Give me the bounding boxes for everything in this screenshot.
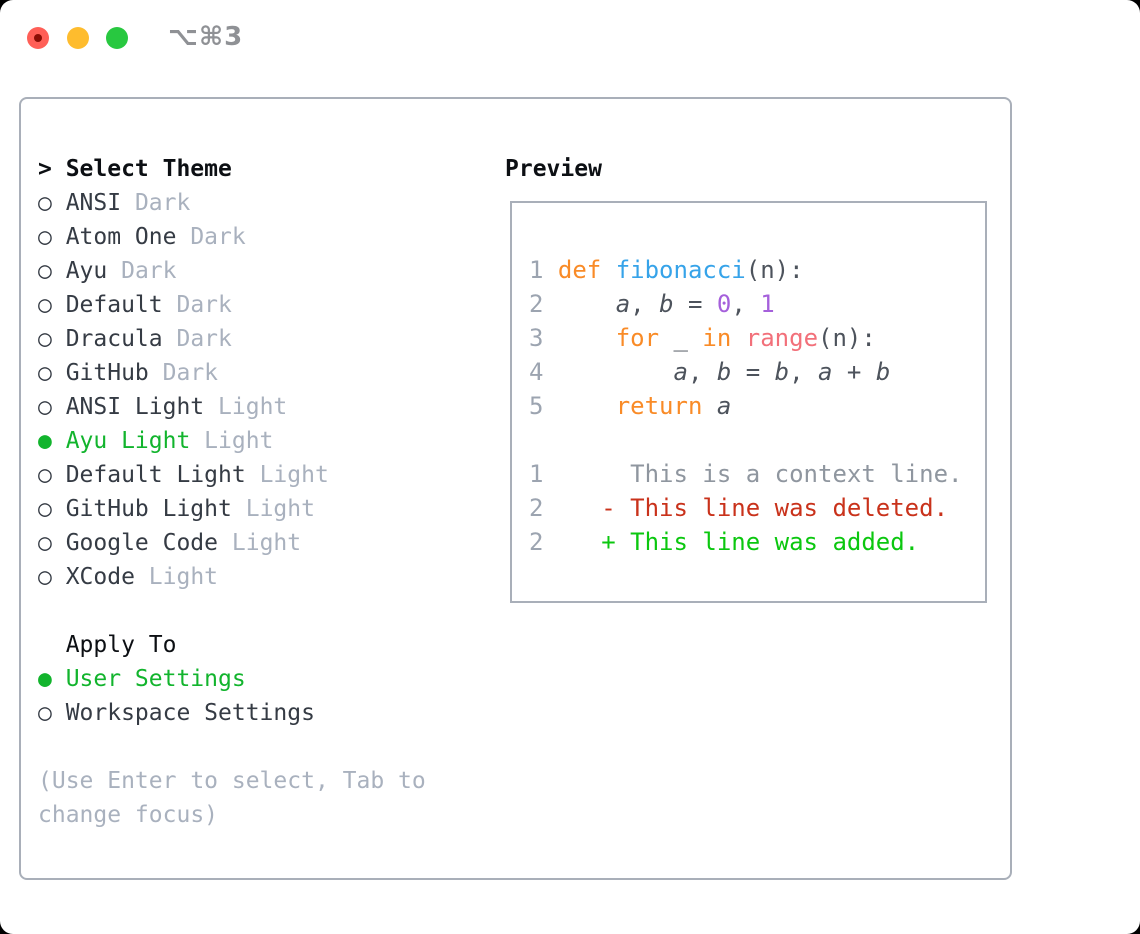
preview-pane: 1 def fibonacci(n): 2 a, b = 0, 1 3 for _ …	[510, 201, 987, 603]
hint-line-2: change focus)	[38, 802, 219, 828]
titlebar: ⌥⌘3	[0, 0, 1140, 75]
close-button[interactable]	[27, 27, 49, 49]
item-tag: Dark	[162, 360, 219, 386]
apply-to-title: Apply To	[65, 632, 177, 658]
code-line: 1 This is a context line.	[529, 460, 963, 488]
theme-item[interactable]: ○ Ayu Dark	[38, 254, 488, 288]
item-label: Default Light	[65, 462, 246, 488]
item-label: Ayu	[65, 258, 108, 284]
item-label: GitHub	[65, 360, 149, 386]
window-title: ⌥⌘3	[168, 22, 244, 52]
item-label: Google Code	[65, 530, 219, 556]
code-line: 2 a, b = 0, 1	[529, 290, 775, 318]
radio-icon: ○	[38, 530, 52, 556]
item-tag: Light	[231, 530, 302, 556]
theme-item[interactable]: ○ Dracula Dark	[38, 322, 488, 356]
spacer	[38, 594, 488, 628]
apply-to-header: Apply To	[38, 628, 488, 662]
radio-icon: ○	[38, 462, 52, 488]
theme-item[interactable]: ○ Default Dark	[38, 288, 488, 322]
theme-list-title: Select Theme	[65, 156, 232, 182]
item-label: User Settings	[65, 666, 246, 692]
theme-item[interactable]: ○ Default Light Light	[38, 458, 488, 492]
theme-item[interactable]: ○ XCode Light	[38, 560, 488, 594]
code-line: 2 + This line was added.	[529, 528, 920, 556]
hint-line-1: (Use Enter to select, Tab to	[38, 768, 426, 794]
theme-item[interactable]: ○ GitHub Dark	[38, 356, 488, 390]
radio-selected-icon: ●	[38, 428, 52, 454]
item-tag: Light	[218, 394, 288, 420]
code-preview: 1 def fibonacci(n): 2 a, b = 0, 1 3 for _ …	[512, 203, 985, 559]
radio-icon: ○	[38, 394, 52, 420]
radio-icon: ○	[38, 700, 52, 726]
radio-icon: ○	[38, 258, 52, 284]
item-tag: Dark	[176, 326, 232, 352]
theme-item[interactable]: ○ ANSI Dark	[38, 186, 488, 220]
theme-item[interactable]: ○ Google Code Light	[38, 526, 488, 560]
item-label: Workspace Settings	[65, 700, 315, 726]
theme-list-header: > Select Theme	[38, 152, 488, 186]
item-label: Ayu Light	[65, 428, 191, 454]
code-line: 2 - This line was deleted.	[529, 494, 949, 522]
item-label: Default	[65, 292, 163, 318]
radio-icon: ○	[38, 360, 52, 386]
item-tag: Dark	[176, 292, 232, 318]
radio-icon: ○	[38, 496, 52, 522]
theme-list: ○ ANSI Dark ○ Atom One Dark ○ Ayu Dark ○ Defaul…	[38, 186, 488, 594]
radio-icon: ○	[38, 224, 52, 250]
code-line: 5 return a	[529, 392, 732, 420]
apply-option[interactable]: ● User Settings	[38, 662, 488, 696]
radio-icon: ○	[38, 292, 52, 318]
zoom-button[interactable]	[106, 27, 128, 49]
radio-selected-icon: ●	[38, 666, 52, 692]
item-tag: Dark	[134, 190, 191, 216]
theme-item[interactable]: ○ GitHub Light Light	[38, 492, 488, 526]
item-label: ANSI Light	[65, 394, 205, 420]
item-tag: Dark	[121, 258, 177, 284]
item-label: XCode	[65, 564, 135, 590]
theme-item[interactable]: ● Ayu Light Light	[38, 424, 488, 458]
code-line: 1 def fibonacci(n):	[529, 256, 804, 284]
selection-cursor: >	[38, 156, 52, 182]
apply-option[interactable]: ○ Workspace Settings	[38, 696, 488, 730]
item-label: GitHub Light	[65, 496, 232, 522]
code-line	[529, 423, 977, 457]
theme-selector: > Select Theme ○ ANSI Dark ○ Atom One Dark ○ A…	[38, 152, 488, 832]
code-line: 4 a, b = b, a + b	[529, 358, 891, 386]
theme-item[interactable]: ○ Atom One Dark	[38, 220, 488, 254]
apply-to-list: ● User Settings ○ Workspace Settings	[38, 662, 488, 730]
radio-icon: ○	[38, 564, 52, 590]
radio-icon: ○	[38, 326, 52, 352]
preview-title: Preview	[505, 156, 602, 182]
main-panel: > Select Theme ○ ANSI Dark ○ Atom One Dark ○ A…	[19, 97, 1012, 880]
item-tag: Light	[204, 428, 274, 454]
item-label: Dracula	[65, 326, 163, 352]
item-tag: Light	[148, 564, 219, 590]
spacer	[38, 730, 488, 764]
close-button-dot	[34, 34, 42, 42]
theme-item[interactable]: ○ ANSI Light Light	[38, 390, 488, 424]
code-line: 3 for _ in range(n):	[529, 324, 876, 352]
minimize-button[interactable]	[67, 27, 89, 49]
item-tag: Light	[245, 496, 315, 522]
item-label: ANSI	[65, 190, 122, 216]
radio-icon: ○	[38, 190, 52, 216]
item-tag: Light	[259, 462, 329, 488]
item-label: Atom One	[65, 224, 177, 250]
item-tag: Dark	[190, 224, 246, 250]
